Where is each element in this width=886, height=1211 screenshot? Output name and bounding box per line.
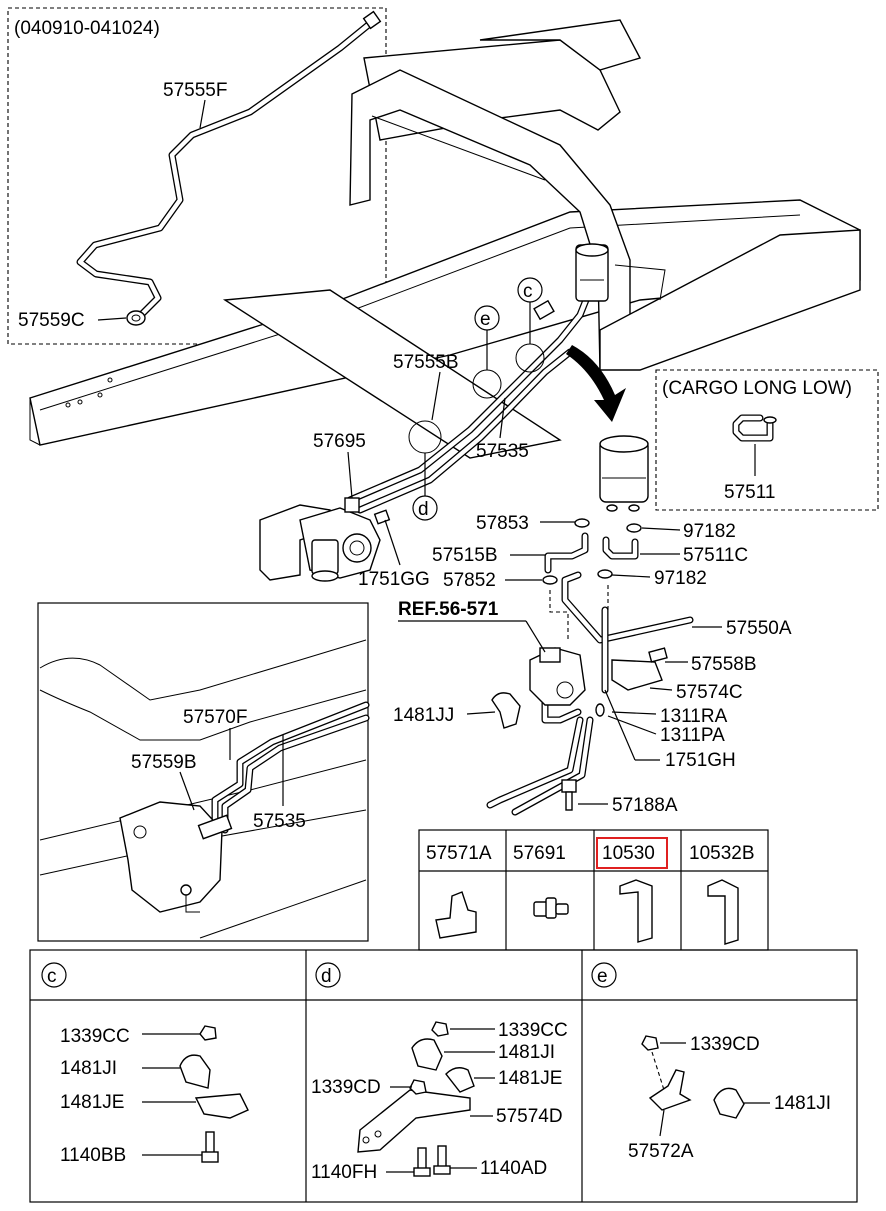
label-1751GH: 1751GH — [665, 750, 736, 771]
variant-date-label: (040910-041024) — [14, 18, 160, 39]
part-57691-drawing — [533, 897, 569, 919]
detail-c-label-1140BB: 1140BB — [60, 1145, 126, 1166]
label-57511C: 57511C — [683, 545, 748, 566]
marker-c-label: c — [523, 281, 533, 302]
detail-d-label-1339CD: 1339CD — [311, 1077, 381, 1098]
detail-c-marker: c — [47, 966, 57, 987]
label-57550A: 57550A — [726, 618, 792, 639]
variant-cargo-label: (CARGO LONG LOW) — [662, 378, 852, 399]
label-57535: 57535 — [476, 441, 529, 462]
variant-box-cargo: (CARGO LONG LOW) 57511 — [655, 369, 879, 511]
detail-c-label-1481JI: 1481JI — [60, 1058, 117, 1079]
label-57555B: 57555B — [393, 352, 459, 373]
part-10530-drawing — [619, 879, 653, 943]
label-57853: 57853 — [476, 513, 529, 534]
detail-e-label-1339CD: 1339CD — [690, 1034, 760, 1055]
marker-e-label: e — [480, 309, 491, 330]
washer-97182-b — [597, 569, 613, 579]
label-57570F: 57570F — [183, 707, 247, 728]
label-1311PA: 1311PA — [660, 725, 725, 746]
label-57852: 57852 — [443, 570, 496, 591]
direction-arrow — [566, 345, 626, 422]
detail-e-marker: e — [597, 966, 608, 987]
detail-e-label-57572A: 57572A — [628, 1141, 694, 1162]
detail-d: d 1339CC 1481JI 1339CD 1481JE 57574D 114… — [311, 962, 568, 1183]
label-57555F: 57555F — [163, 80, 227, 101]
part-57571A-drawing — [435, 891, 477, 939]
label-57574C: 57574C — [676, 682, 743, 703]
circle-marker-c: c — [517, 277, 543, 344]
table-col-57691: 57691 — [513, 843, 566, 864]
vehicle-frame — [29, 19, 861, 459]
highlight-box-10530 — [596, 837, 668, 869]
reference-label: REF.56-571 — [398, 599, 499, 620]
detail-c: c 1339CC 1481JI 1481JE 1140BB — [41, 962, 249, 1166]
detail-c-label-1481JE: 1481JE — [60, 1092, 124, 1113]
washer-57852 — [542, 575, 558, 585]
valve-assembly-left — [259, 497, 391, 582]
label-1481JJ: 1481JJ — [393, 705, 454, 726]
inset-detail-left: 57570F 57559B 57535 — [37, 602, 370, 942]
label-57511: 57511 — [724, 482, 775, 503]
circle-marker-e: e — [474, 305, 500, 370]
marker-d-label: d — [418, 499, 429, 520]
washer-97182-a — [626, 523, 642, 533]
detail-e-label-1481JI: 1481JI — [774, 1093, 831, 1114]
table-col-10530: 10530 — [602, 843, 655, 864]
detail-d-label-1481JI: 1481JI — [498, 1042, 555, 1063]
label-97182-a: 97182 — [683, 521, 736, 542]
detail-panels — [29, 949, 858, 1203]
detail-d-label-1481JE: 1481JE — [498, 1068, 562, 1089]
detail-d-label-1339CC: 1339CC — [498, 1020, 568, 1041]
label-57188A: 57188A — [612, 795, 678, 816]
fuel-filter — [599, 435, 649, 512]
table-col-57571A: 57571A — [426, 843, 492, 864]
label-57559C: 57559C — [18, 310, 85, 331]
circle-marker-d: d — [412, 453, 438, 521]
fuel-lines-main — [346, 243, 609, 514]
detail-d-label-1140FH: 1140FH — [311, 1162, 377, 1183]
detail-d-marker: d — [321, 966, 332, 987]
label-57515B: 57515B — [432, 545, 498, 566]
label-57535-inset: 57535 — [253, 811, 306, 832]
label-1311RA: 1311RA — [660, 706, 728, 727]
label-57558B: 57558B — [691, 654, 757, 675]
part-10532B-drawing — [707, 879, 739, 945]
detail-c-label-1339CC: 1339CC — [60, 1026, 130, 1047]
washer-57853 — [574, 518, 590, 528]
variant-box-date: (040910-041024) 57555F 57559C — [7, 7, 387, 345]
lower-pipe-network — [486, 571, 694, 816]
detail-d-label-57574D: 57574D — [496, 1106, 563, 1127]
label-97182-b: 97182 — [654, 568, 707, 589]
detail-d-label-1140AD: 1140AD — [480, 1158, 547, 1179]
label-1751GG: 1751GG — [358, 569, 430, 590]
label-57695: 57695 — [313, 431, 366, 452]
label-57559B: 57559B — [131, 752, 197, 773]
detail-e: e 1339CD 1481JI 57572A — [591, 962, 831, 1162]
table-col-10532B: 10532B — [689, 843, 755, 864]
parts-table: 57571A 57691 10530 10532B — [418, 829, 769, 951]
